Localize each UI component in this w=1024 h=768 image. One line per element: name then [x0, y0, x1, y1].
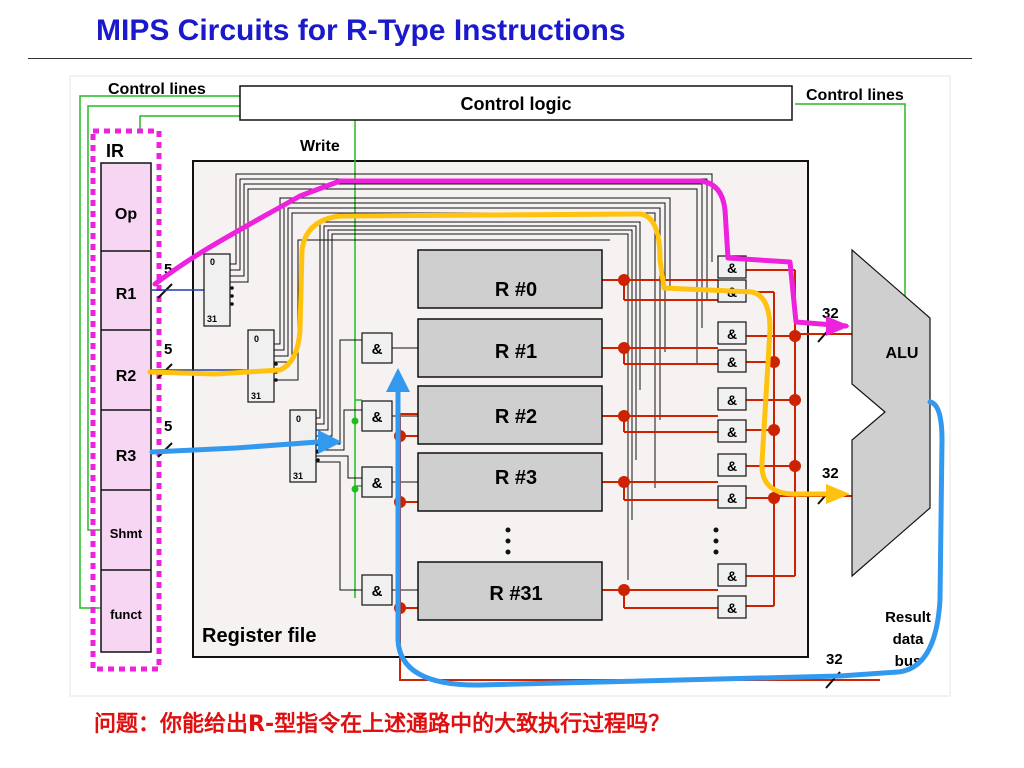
ir-highlight-outline	[90, 128, 162, 672]
result-bus-label-1: Result	[885, 609, 931, 626]
and-gate-label: &	[727, 392, 737, 408]
control-logic-label: Control logic	[461, 94, 572, 114]
register-31-label: R #31	[489, 583, 542, 605]
question-text: 问题：你能给出R-型指令在上述通路中的大致执行过程吗？	[94, 712, 671, 737]
arrow-head-yellow	[826, 484, 850, 504]
and-gate-label: &	[727, 458, 737, 474]
ir-field-funct: funct	[110, 607, 142, 622]
control-lines-right-label: Control lines	[806, 87, 904, 104]
decoder-r2	[247, 329, 275, 403]
ir-field-r2: R2	[116, 368, 137, 385]
arrow-head-blue-up	[386, 368, 410, 392]
decoder-r3-top: 0	[296, 414, 301, 424]
ellipsis-dots	[505, 527, 719, 555]
register-3	[417, 452, 603, 512]
ir-field-r1: R1	[116, 286, 137, 303]
decoder-r1-top: 0	[210, 257, 215, 267]
junction-dot	[351, 417, 359, 425]
and-gate-label: &	[727, 326, 737, 342]
decoder-r1	[203, 253, 231, 327]
page-title: MIPS Circuits for R-Type Instructions	[96, 14, 626, 47]
control-logic-box	[239, 85, 793, 121]
bus-width-alu-b: 32	[822, 465, 839, 482]
read-and-gates	[717, 255, 747, 619]
and-gate-label: &	[727, 568, 737, 584]
register-31	[417, 561, 603, 621]
path-r3-blue	[149, 439, 321, 455]
decoder-r2-bottom: 31	[251, 391, 261, 401]
write-label: Write	[300, 138, 340, 155]
ir-field-shmt: Shmt	[110, 526, 143, 541]
and-gate-label: &	[727, 424, 737, 440]
alu-label: ALU	[886, 345, 919, 362]
register-0	[417, 249, 603, 309]
and-gate-label: &	[372, 583, 383, 600]
path-r2-yellow	[147, 211, 835, 497]
and-gate-label: &	[727, 490, 737, 506]
title-divider	[28, 58, 972, 59]
register-2-label: R #2	[495, 406, 537, 428]
and-gate-label: &	[727, 260, 737, 276]
ir-field-r3: R3	[116, 448, 137, 465]
register-3-label: R #3	[495, 467, 537, 489]
register-1-label: R #1	[495, 341, 537, 363]
result-bus-label-2: data	[893, 631, 925, 648]
junction-dots-red	[394, 274, 801, 614]
register-1	[417, 318, 603, 378]
ir-field-op: Op	[115, 206, 137, 223]
bus-width-r1: 5	[164, 261, 172, 278]
and-gate-label: &	[727, 600, 737, 616]
and-gate-label: &	[372, 341, 383, 358]
and-gate-label: &	[372, 475, 383, 492]
and-gate-label: &	[727, 354, 737, 370]
decoder-r2-top: 0	[254, 334, 259, 344]
bus-width-result: 32	[826, 651, 843, 668]
path-r1-magenta	[152, 178, 849, 329]
and-gate-label: &	[372, 409, 383, 426]
arrow-head-blue	[318, 430, 342, 454]
path-writeback-blue	[395, 387, 945, 688]
ir-register	[100, 162, 152, 653]
register-2	[417, 385, 603, 445]
junction-dot	[351, 485, 359, 493]
bus-width-r2: 5	[164, 341, 172, 358]
decoder-r1-bottom: 31	[207, 314, 217, 324]
arrow-head-magenta	[826, 316, 850, 336]
ir-label: IR	[106, 141, 124, 161]
control-lines-left-label: Control lines	[108, 81, 206, 98]
write-and-gates	[361, 332, 418, 606]
register-file-label: Register file	[202, 625, 316, 647]
decoder-r3-bottom: 31	[293, 471, 303, 481]
ir-field-dividers	[101, 250, 151, 571]
register-0-label: R #0	[495, 279, 537, 301]
bus-width-r3: 5	[164, 418, 172, 435]
alu	[851, 248, 931, 578]
